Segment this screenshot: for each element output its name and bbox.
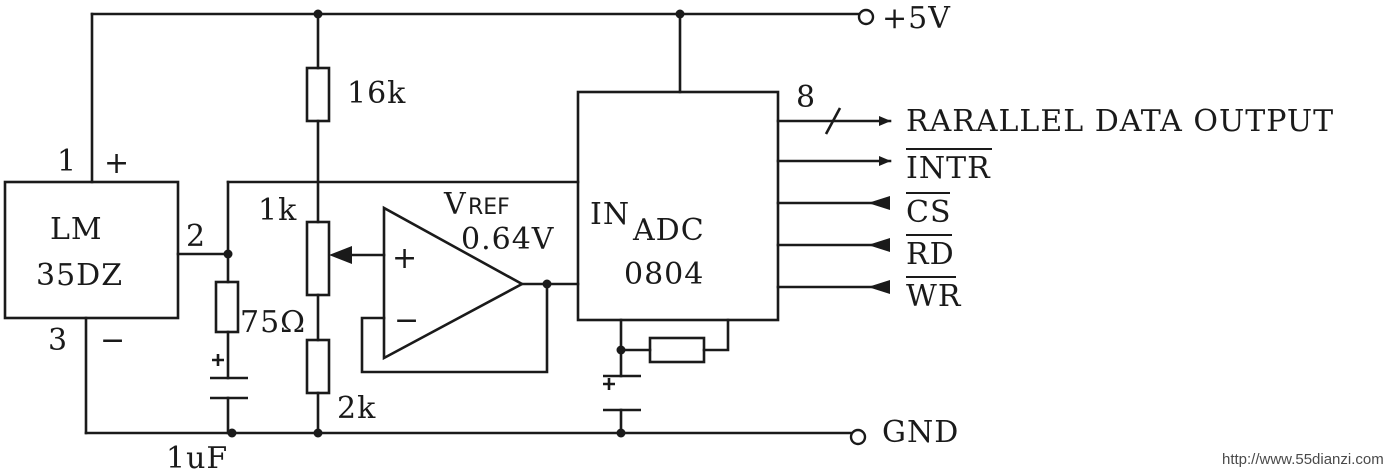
- svg-text:REF: REF: [468, 195, 510, 220]
- vref-value-label: 0.64V: [461, 222, 555, 257]
- cs-label: CS: [906, 195, 952, 230]
- opamp-feedback-wire: [360, 279, 580, 374]
- gnd-rail: [84, 316, 854, 438]
- data-bus-line: [776, 107, 892, 135]
- wr-line: [776, 280, 890, 294]
- opamp-plus-label: +: [392, 241, 417, 276]
- vcc-terminal: [857, 8, 875, 26]
- svg-text:V: V: [443, 187, 467, 222]
- cs-line: [776, 196, 890, 210]
- adc-clock-network: [603, 318, 730, 435]
- adc-name-line2: 0804: [624, 257, 704, 292]
- lm35-name-line2: 35DZ: [36, 258, 123, 293]
- rd-line: [776, 238, 890, 252]
- sensor-output-wire: [176, 180, 580, 284]
- gnd-terminal: [849, 428, 867, 446]
- resistor-2k: [305, 338, 331, 395]
- pot-wiper: [329, 246, 386, 264]
- watermark-text: http://www.55dianzi.com: [1222, 451, 1384, 468]
- pot-label: 1k: [258, 193, 297, 228]
- adc-in-label: IN: [590, 197, 630, 232]
- lm35-sensor-box: [3, 180, 180, 320]
- adc-name-line1: ADC: [632, 213, 705, 248]
- data-output-label: RARALLEL DATA OUTPUT: [906, 104, 1334, 139]
- wr-label: WR: [906, 279, 962, 314]
- vcc-rail: [90, 9, 862, 184]
- opamp-triangle: [382, 205, 525, 361]
- potentiometer-1k: [305, 220, 331, 297]
- vref-label: V REF: [443, 187, 510, 222]
- adc0804-box: [576, 90, 780, 322]
- rd-label: RD: [906, 237, 955, 272]
- r16k-label: 16k: [347, 76, 406, 111]
- opamp-minus-label: −: [394, 303, 419, 338]
- lm35-pin3-label: 3: [48, 323, 68, 358]
- lm35-name-line1: LM: [50, 212, 103, 247]
- gnd-label: GND: [882, 415, 959, 450]
- vcc-label: +5V: [882, 1, 951, 36]
- resistor-16k: [305, 66, 331, 123]
- bus-width-label: 8: [796, 80, 816, 115]
- resistor-75-ohm: [214, 280, 240, 334]
- intr-label: INTR: [906, 151, 991, 186]
- lm35-pin2-label: 2: [186, 219, 206, 254]
- lm35-plus-label: +: [104, 146, 129, 181]
- r75-label: 75Ω: [240, 305, 306, 340]
- lm35-pin1-label: 1: [57, 144, 77, 179]
- r2k-label: 2k: [337, 391, 376, 426]
- cap-label: 1uF: [166, 441, 228, 472]
- lm35-minus-label: −: [100, 323, 125, 358]
